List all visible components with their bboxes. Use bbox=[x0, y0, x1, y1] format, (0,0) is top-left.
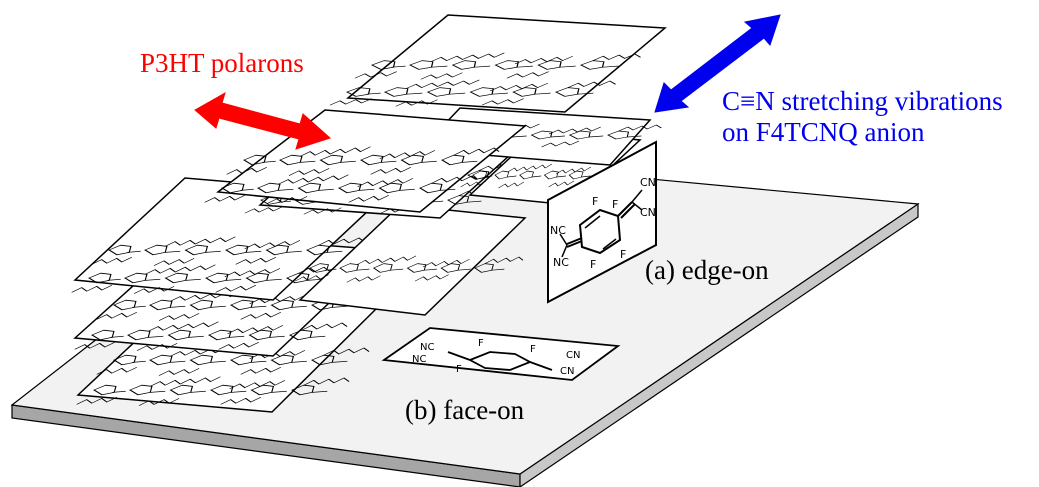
vibration-label: C≡N stretching vibrations on F4TCNQ anio… bbox=[722, 86, 1003, 148]
f-label-edge-4: F bbox=[620, 248, 626, 261]
nc-label-edge-2: NC bbox=[553, 256, 569, 269]
cn-label-face: CN bbox=[566, 350, 580, 361]
nc-label-face: NC bbox=[420, 342, 434, 353]
nc-label-face-2: NC bbox=[412, 354, 426, 365]
f-label-face-1: F bbox=[478, 338, 484, 349]
f-label-face-3: F bbox=[456, 364, 462, 375]
face-on-label: (b) face-on bbox=[405, 395, 525, 425]
cn-label-face-2: CN bbox=[560, 366, 574, 377]
p3ht-sheet bbox=[293, 204, 527, 316]
vibration-label-line1: C≡N stretching vibrations bbox=[722, 86, 1003, 116]
p3ht-sheet bbox=[328, 14, 667, 113]
vibration-double-arrow bbox=[654, 14, 781, 113]
cn-label-edge-2: CN bbox=[640, 206, 656, 219]
polaron-double-arrow bbox=[194, 91, 331, 150]
f-label-edge-2: F bbox=[612, 198, 618, 211]
f4tcnq-face-on-panel: NC NC CN CN F F F bbox=[381, 327, 621, 381]
polarons-label: P3HT polarons bbox=[140, 48, 304, 78]
f4tcnq-edge-on-panel: NC NC CN CN F F F F bbox=[547, 140, 657, 304]
f-label-face-2: F bbox=[530, 344, 536, 355]
f-label-edge-3: F bbox=[590, 258, 596, 271]
edge-on-label: (a) edge-on bbox=[645, 255, 769, 285]
cn-label-edge: CN bbox=[640, 176, 656, 189]
f-label-edge-1: F bbox=[592, 195, 598, 208]
nc-label-edge: NC bbox=[550, 224, 566, 237]
vibration-label-line2: on F4TCNQ anion bbox=[722, 117, 925, 148]
